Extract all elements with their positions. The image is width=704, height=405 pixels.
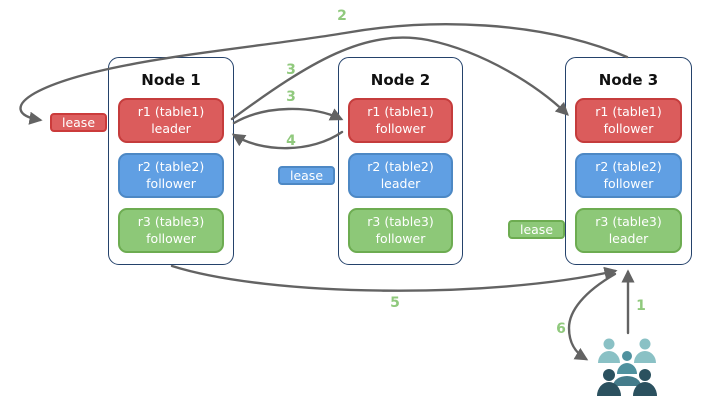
step-label-2: 2 [337, 8, 347, 24]
replica-role-label: follower [146, 175, 196, 191]
replica-role-label: follower [375, 120, 426, 136]
replica-range-label: r2 (table2) [367, 159, 434, 175]
node-3: Node 3 r1 (table1) follower r2 (table2) … [565, 57, 692, 265]
node1-replica-r3: r3 (table3) follower [118, 208, 224, 253]
node-2: Node 2 r1 (table1) follower r2 (table2) … [338, 57, 463, 265]
node2-replica-r3: r3 (table3) follower [348, 208, 453, 253]
replica-range-label: r1 (table1) [367, 104, 434, 120]
step-label-4: 4 [286, 133, 296, 149]
replica-range-label: r3 (table3) [137, 214, 205, 230]
step-label-3a: 3 [286, 62, 296, 78]
node1-replica-r2: r2 (table2) follower [118, 153, 224, 198]
node3-replica-r1: r1 (table1) follower [575, 98, 682, 143]
arrow-step6-node3-to-users [567, 272, 617, 361]
node2-replica-r1: r1 (table1) follower [348, 98, 453, 143]
step-label-5: 5 [390, 295, 400, 311]
replica-range-label: r3 (table3) [367, 214, 434, 230]
step-label-6: 6 [556, 321, 566, 337]
arrow-step3-leader-to-node3 [230, 36, 569, 121]
lease-badge-table3: lease [508, 220, 565, 239]
node1-replica-r1: r1 (table1) leader [118, 98, 224, 143]
node-1: Node 1 r1 (table1) leader r2 (table2) fo… [108, 57, 234, 265]
replica-role-label: leader [380, 175, 421, 191]
arrow-step4-node2-to-leader [231, 130, 344, 150]
arrow-step5-node1-to-node3 [170, 264, 618, 292]
arrow-step3-leader-to-node2 [232, 107, 344, 125]
replica-role-label: leader [608, 230, 649, 246]
node2-replica-r2: r2 (table2) leader [348, 153, 453, 198]
node3-replica-r3: r3 (table3) leader [575, 208, 682, 253]
replica-role-label: leader [151, 120, 191, 136]
replica-range-label: r3 (table3) [595, 214, 662, 230]
arrow-step2-node3-to-lease1 [19, 23, 629, 125]
lease-badge-table1: lease [50, 113, 107, 132]
replica-role-label: follower [375, 230, 426, 246]
node-3-title: Node 3 [598, 71, 659, 89]
replica-role-label: follower [603, 120, 654, 136]
lease-badge-table2: lease [278, 166, 335, 185]
replica-role-label: follower [146, 230, 196, 246]
step-label-3b: 3 [286, 89, 296, 105]
replica-range-label: r2 (table2) [595, 159, 662, 175]
node-2-title: Node 2 [370, 71, 431, 89]
node-1-title: Node 1 [141, 71, 201, 89]
users-icon [597, 338, 657, 396]
replica-role-label: follower [603, 175, 654, 191]
replica-range-label: r1 (table1) [137, 104, 205, 120]
step-label-1: 1 [636, 298, 646, 314]
node3-replica-r2: r2 (table2) follower [575, 153, 682, 198]
replica-range-label: r2 (table2) [137, 159, 205, 175]
replica-range-label: r1 (table1) [595, 104, 662, 120]
